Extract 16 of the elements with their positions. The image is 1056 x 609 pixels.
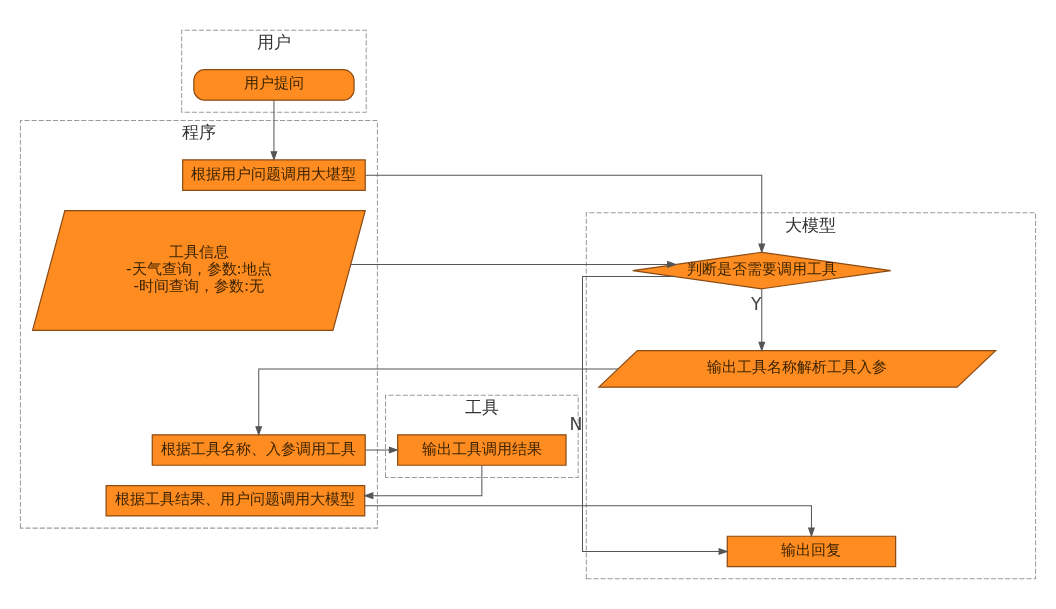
arrow — [364, 505, 815, 538]
arrow — [581, 276, 729, 555]
node-box: 输出回复 — [726, 535, 897, 568]
arrow — [364, 446, 399, 454]
node-box: 根据用户问题调用大堪型 — [182, 159, 366, 191]
arrow — [270, 99, 278, 162]
node-box: 根据工具名称、入参调用工具 — [151, 434, 366, 466]
node-box: 输出工具调用结果 — [397, 434, 567, 466]
arrow — [255, 368, 619, 437]
arrow — [350, 260, 678, 268]
arrow — [363, 464, 483, 500]
arrow — [758, 288, 766, 352]
node-box: 用户提问 — [193, 69, 355, 101]
node-diamond: 判断是否需要调用工具 — [632, 251, 892, 290]
arrow — [364, 174, 766, 254]
node-box: 根据工具结果、用户问题调用大模型 — [105, 484, 366, 517]
